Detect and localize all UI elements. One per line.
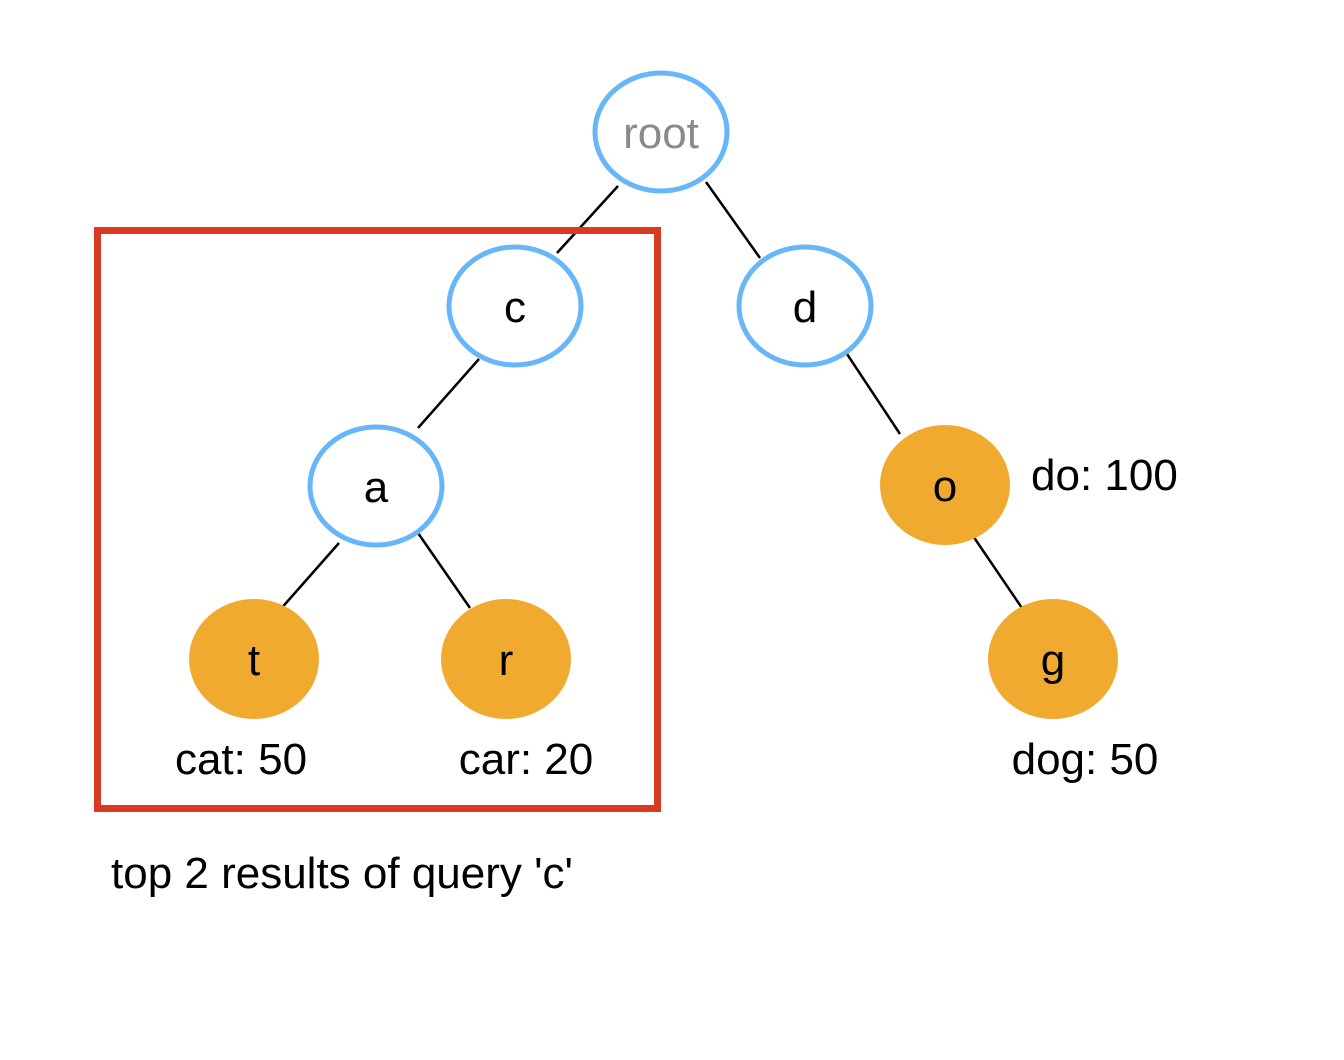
trie-node-a: a bbox=[307, 424, 445, 548]
node-label-g: g bbox=[1041, 636, 1065, 685]
trie-node-root: root bbox=[592, 70, 730, 194]
trie-node-c: c bbox=[446, 244, 584, 368]
node-label-d: d bbox=[793, 283, 817, 332]
edge-a-t bbox=[278, 542, 340, 612]
edge-root-c bbox=[556, 185, 619, 254]
edge-c-a bbox=[417, 358, 480, 429]
node-label-t: t bbox=[248, 636, 260, 685]
trie-node-t: t bbox=[189, 599, 319, 719]
edge-a-r bbox=[416, 532, 472, 609]
node-label-root: root bbox=[623, 109, 699, 158]
word-count-dog: dog: 50 bbox=[1012, 735, 1159, 784]
highlight-caption: top 2 results of query 'c' bbox=[111, 849, 573, 898]
edge-root-d bbox=[704, 181, 762, 259]
node-label-c: c bbox=[504, 283, 526, 332]
word-count-do: do: 100 bbox=[1031, 451, 1178, 500]
edge-d-o bbox=[845, 353, 902, 435]
trie-node-g: g bbox=[988, 599, 1118, 719]
word-count-car: car: 20 bbox=[459, 735, 594, 784]
query-result-highlight-box bbox=[94, 227, 661, 812]
trie-node-r: r bbox=[441, 599, 571, 719]
edge-o-g bbox=[969, 532, 1026, 612]
node-label-r: r bbox=[499, 636, 514, 685]
word-count-cat: cat: 50 bbox=[175, 735, 307, 784]
node-label-a: a bbox=[364, 463, 389, 512]
node-label-o: o bbox=[933, 462, 957, 511]
trie-node-d: d bbox=[736, 244, 874, 368]
trie-node-o: o bbox=[880, 425, 1010, 545]
